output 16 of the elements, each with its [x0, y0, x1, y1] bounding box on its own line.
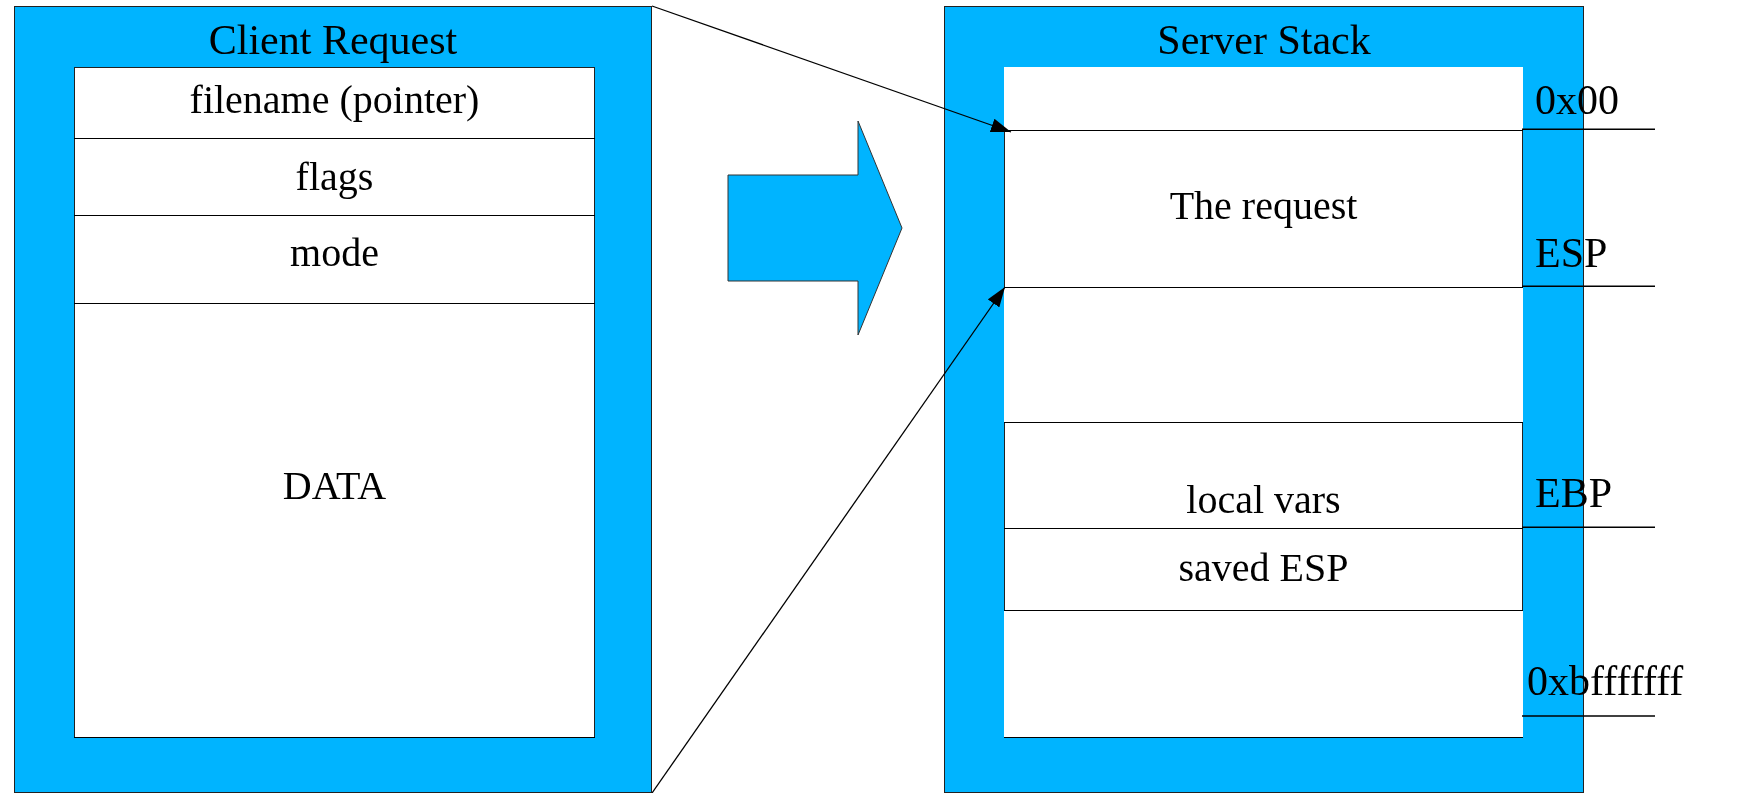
block-arrow	[727, 120, 903, 336]
slot-label: flags	[294, 157, 375, 197]
slot-label: filename (pointer)	[188, 80, 481, 120]
slot-label: local vars	[1185, 480, 1342, 520]
empty-memory-slot	[1004, 611, 1523, 738]
slot-label: The request	[1168, 186, 1359, 226]
memory-panel	[14, 6, 652, 793]
slot-label: DATA	[281, 466, 388, 506]
slot-label: mode	[289, 233, 380, 273]
panel-title: Server Stack	[1156, 19, 1372, 61]
slot-label: saved ESP	[1177, 548, 1350, 588]
empty-memory-slot	[1004, 67, 1523, 131]
empty-memory-slot	[1004, 288, 1523, 423]
arrow	[651, 286, 1006, 793]
panel-title: Client Request	[207, 19, 459, 61]
arrow	[651, 5, 1012, 133]
